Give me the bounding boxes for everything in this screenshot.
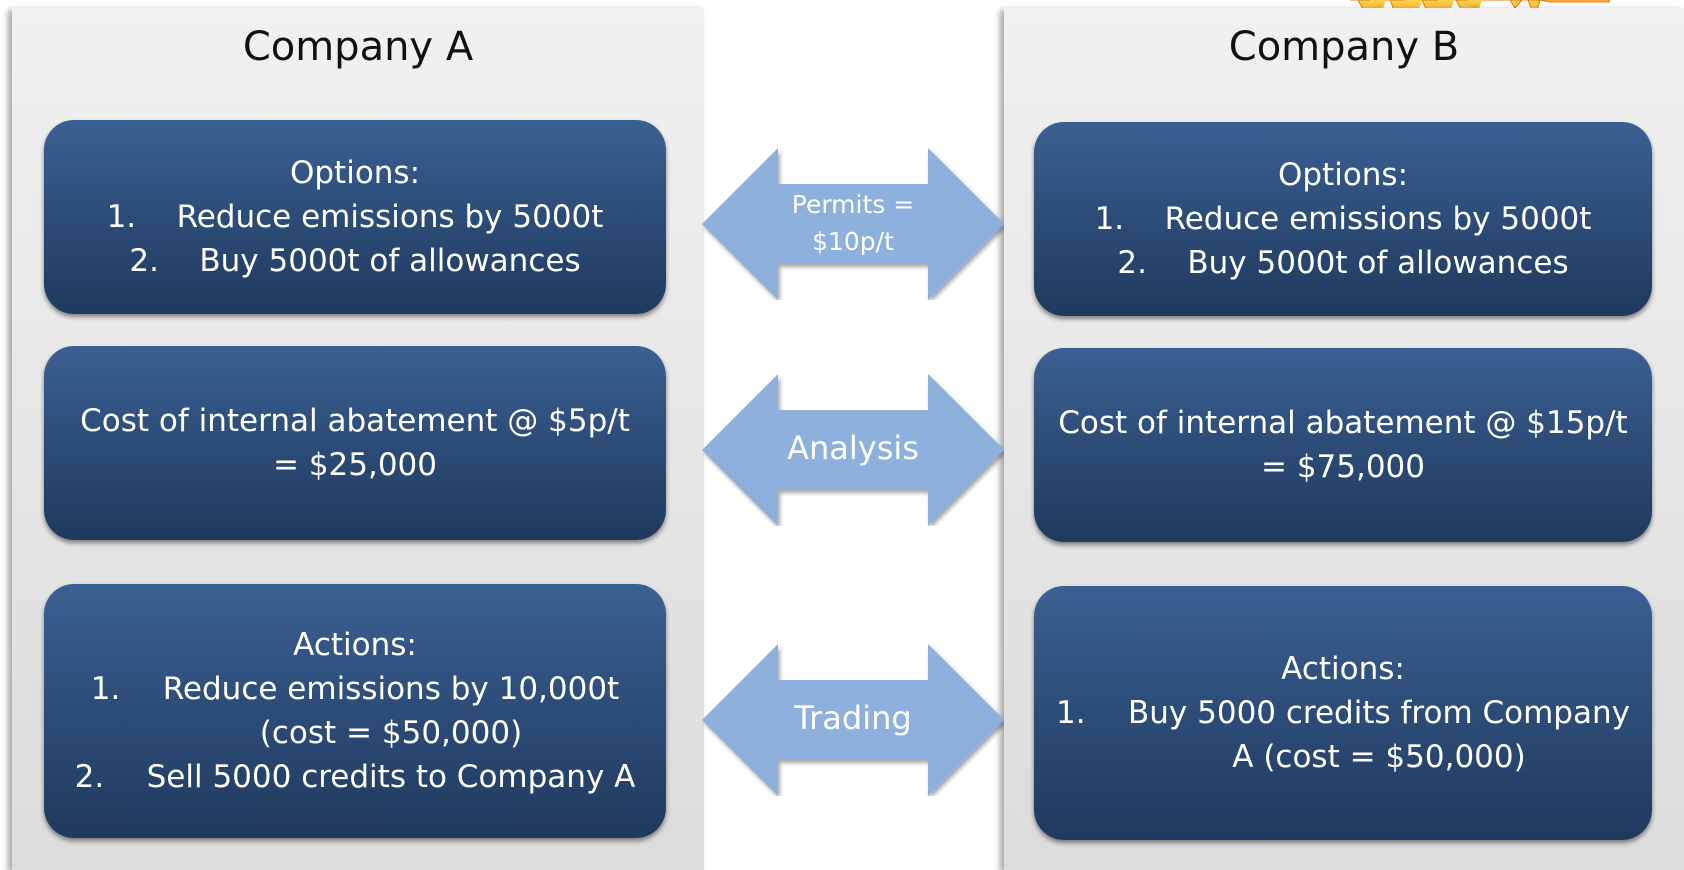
company-a-cost-box: Cost of internal abatement @ $5p/t = $25…	[44, 346, 666, 540]
permits-label-line-2: $10p/t	[812, 227, 894, 256]
option-item: 1. Reduce emissions by 5000t	[1034, 197, 1652, 241]
analysis-double-arrow: Analysis	[702, 374, 1004, 526]
option-item: 2. Buy 5000t of allowances	[1034, 241, 1652, 285]
trading-double-arrow: Trading	[702, 644, 1004, 796]
option-text: Reduce emissions by 5000t	[176, 199, 604, 235]
permits-label-line-1: Permits =	[791, 190, 915, 219]
double-arrow-icon	[702, 374, 1004, 526]
action-text-line-2: A (cost = $50,000)	[1232, 739, 1526, 775]
action-item: 1. Reduce emissions by 10,000t (cost = $…	[44, 667, 666, 755]
option-number: 2.	[1117, 245, 1147, 281]
company-a-actions-box: Actions: 1. Reduce emissions by 10,000t …	[44, 584, 666, 838]
actions-heading: Actions:	[293, 627, 417, 663]
double-arrow-icon	[702, 644, 1004, 796]
company-b-options-box: Options: 1. Reduce emissions by 5000t 2.…	[1034, 122, 1652, 316]
option-item: 1. Reduce emissions by 5000t	[44, 195, 666, 239]
action-item: 2. Sell 5000 credits to Company A	[44, 755, 666, 799]
action-number: 2.	[74, 759, 105, 795]
option-text: Reduce emissions by 5000t	[1164, 201, 1592, 237]
analysis-label: Analysis	[787, 429, 919, 467]
option-number: 2.	[129, 243, 159, 279]
company-b-title: Company B	[1228, 24, 1460, 70]
double-arrow-icon	[702, 148, 1004, 300]
option-text: Buy 5000t of allowances	[1187, 245, 1569, 281]
option-text: Buy 5000t of allowances	[199, 243, 581, 279]
action-number: 1.	[1056, 695, 1086, 731]
company-a-title: Company A	[242, 24, 474, 70]
option-number: 1.	[106, 199, 137, 235]
action-text-line-2: (cost = $50,000)	[259, 715, 523, 751]
company-b-panel: Company B Options: 1. Reduce emissions b…	[1004, 8, 1684, 870]
cost-line-2: = $25,000	[272, 447, 438, 483]
action-text: Buy 5000 credits from Company A (cost = …	[1128, 691, 1630, 779]
option-number: 1.	[1094, 201, 1125, 237]
action-text: Reduce emissions by 10,000t (cost = $50,…	[163, 667, 619, 755]
options-heading: Options:	[1277, 157, 1409, 193]
actions-heading: Actions:	[1281, 651, 1405, 687]
company-b-cost-box: Cost of internal abatement @ $15p/t = $7…	[1034, 348, 1652, 542]
company-a-panel: Company A Options: 1. Reduce emissions b…	[12, 8, 704, 870]
option-item: 2. Buy 5000t of allowances	[44, 239, 666, 283]
action-text-line-1: Reduce emissions by 10,000t	[162, 671, 620, 707]
action-text: Sell 5000 credits to Company A	[146, 759, 636, 795]
cost-line-1: Cost of internal abatement @ $15p/t	[1058, 405, 1628, 441]
action-text-line-1: Buy 5000 credits from Company	[1128, 695, 1630, 731]
company-a-options-box: Options: 1. Reduce emissions by 5000t 2.…	[44, 120, 666, 314]
cost-line-1: Cost of internal abatement @ $5p/t	[80, 403, 630, 439]
action-number: 1.	[90, 671, 121, 707]
trading-label: Trading	[794, 699, 912, 737]
permits-label: Permits = $10p/t	[702, 186, 1004, 260]
options-heading: Options:	[289, 155, 421, 191]
action-item: 1. Buy 5000 credits from Company A (cost…	[1034, 691, 1652, 779]
cost-line-2: = $75,000	[1260, 449, 1426, 485]
permits-double-arrow: Permits = $10p/t	[702, 148, 1004, 300]
company-b-actions-box: Actions: 1. Buy 5000 credits from Compan…	[1034, 586, 1652, 840]
